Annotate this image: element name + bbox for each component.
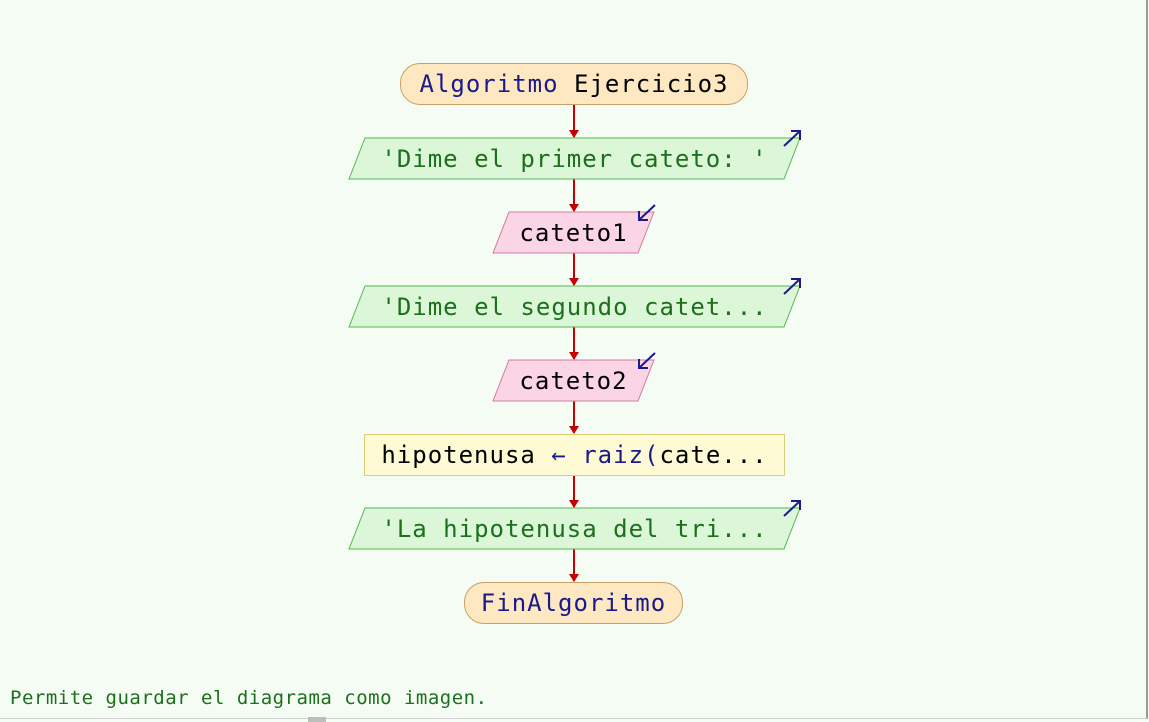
assign-target: hipotenusa [381,441,536,469]
arrow-down-left-icon [638,204,656,221]
arrow-down-left-icon [638,352,656,369]
arrow-up-right-icon [783,500,801,517]
end-keyword: FinAlgoritmo [480,589,667,617]
connector-3-arrowhead [569,278,579,286]
end-terminal[interactable]: FinAlgoritmo [464,582,683,624]
input-shape-2[interactable] [492,359,655,402]
status-bar-text: Permite guardar el diagrama como imagen. [10,687,488,709]
input-label-1: cateto1 [519,218,628,247]
connector-4-arrowhead [569,352,579,360]
output-label-3: 'La hipotenusa del tri... [381,514,768,543]
output-shape-3[interactable] [348,507,801,550]
assign-rest: cate... [659,441,768,469]
start-terminal[interactable]: Algoritmo Ejercicio3 [400,63,748,105]
arrow-up-right-icon [783,278,801,295]
connector-7-arrowhead [569,574,579,582]
output-shape-1[interactable] [348,137,801,180]
connector-6-arrowhead [569,500,579,508]
arrow-up-right-icon [783,130,801,147]
connector-2-arrowhead [569,204,579,212]
assign-arrow: ← [551,441,567,469]
assignment-process[interactable]: hipotenusa ← raiz( cate... [364,434,785,476]
output-shape-2[interactable] [348,285,801,328]
connector-5-arrowhead [569,426,579,434]
algorithm-keyword: Algoritmo [419,70,559,98]
input-shape-1[interactable] [492,211,655,254]
output-label-1: 'Dime el primer cateto: ' [381,144,768,173]
output-label-2: 'Dime el segundo catet... [381,292,768,321]
input-label-2: cateto2 [519,366,628,395]
assign-function: raiz( [582,441,660,469]
connector-1-arrowhead [569,130,579,138]
algorithm-name: Ejercicio3 [574,70,729,98]
horizontal-scrollbar-thumb[interactable] [308,717,326,722]
